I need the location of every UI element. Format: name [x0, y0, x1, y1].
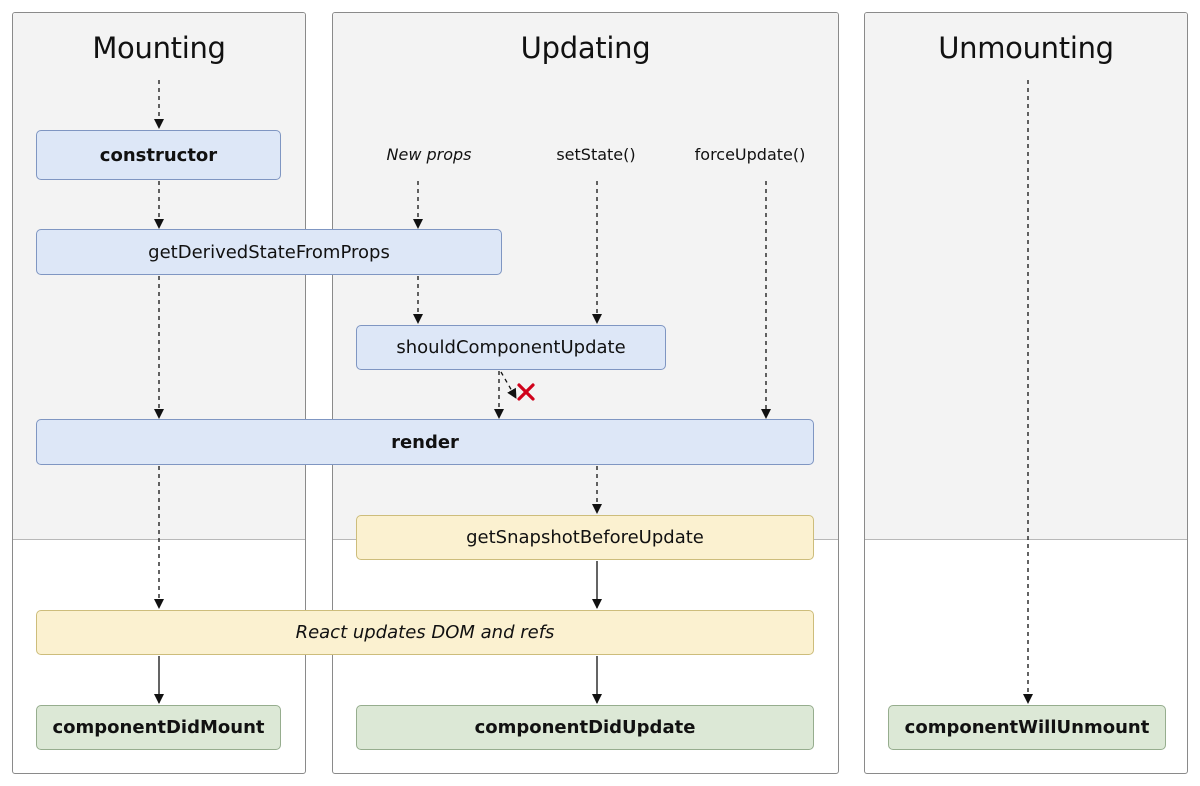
constructor-node: constructor [36, 130, 281, 180]
mounting-title: Mounting [92, 31, 226, 65]
get-derived-state-from-props-node: getDerivedStateFromProps [36, 229, 502, 275]
unmounting-title: Unmounting [938, 31, 1114, 65]
updating-panel: Updating [332, 12, 839, 774]
trigger-force-update: forceUpdate() [694, 145, 806, 164]
trigger-set-state: setState() [556, 145, 636, 164]
component-did-update-node: componentDidUpdate [356, 705, 814, 750]
unmounting-panel: Unmounting [864, 12, 1188, 774]
mounting-panel: Mounting [12, 12, 306, 774]
unmounting-render-zone [865, 13, 1187, 540]
get-snapshot-before-update-node: getSnapshotBeforeUpdate [356, 515, 814, 560]
react-updates-dom-node: React updates DOM and refs [36, 610, 814, 655]
trigger-new-props: New props [386, 145, 472, 164]
component-will-unmount-node: componentWillUnmount [888, 705, 1166, 750]
should-component-update-node: shouldComponentUpdate [356, 325, 666, 370]
updating-title: Updating [520, 31, 651, 65]
cancel-x-icon [517, 383, 535, 401]
component-did-mount-node: componentDidMount [36, 705, 281, 750]
render-node: render [36, 419, 814, 465]
